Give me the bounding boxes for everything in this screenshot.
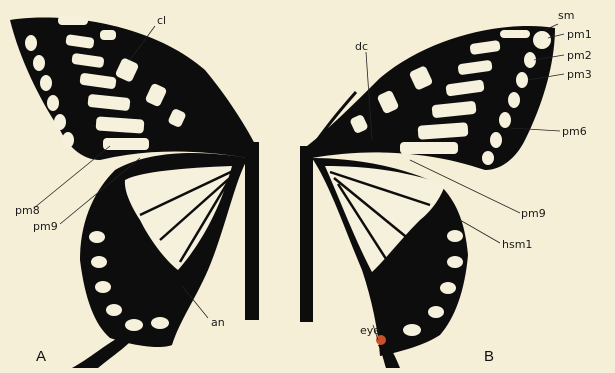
body-b (300, 146, 313, 322)
hw-a-lunule (91, 256, 107, 268)
hw-a-lunule (125, 319, 143, 331)
hw-b-lunule (428, 306, 444, 318)
hw-b-lunule (447, 256, 463, 268)
label-pm9-a: pm9 (33, 220, 58, 233)
fw-b-spot (516, 72, 528, 88)
fw-a-spot (47, 95, 59, 111)
label-pm1: pm1 (567, 28, 592, 41)
fw-a-spot (25, 35, 37, 51)
label-sm: sm (558, 9, 574, 22)
fw-b-cell-spot (500, 30, 530, 38)
label-pm2: pm2 (567, 49, 592, 62)
label-pm6: pm6 (562, 125, 587, 138)
hw-a-lunule (151, 317, 169, 329)
fw-a-band-cell (103, 138, 149, 150)
label-dc: dc (355, 40, 368, 53)
fw-b-band-cell (400, 142, 458, 154)
panel-label-b: B (484, 348, 494, 365)
hw-b-lunule (403, 324, 421, 336)
hw-b-lunule (440, 282, 456, 294)
fw-a-spot (33, 55, 45, 71)
hw-a-lunule (89, 231, 105, 243)
label-pm9-b: pm9 (521, 207, 546, 220)
fw-b-spot (482, 151, 494, 165)
label-pm8: pm8 (15, 204, 40, 217)
hw-a-lunule (95, 281, 111, 293)
fw-a-cell-spot (58, 16, 88, 25)
tail-a (72, 338, 130, 368)
fw-b-spot (490, 132, 502, 148)
hw-b-lunule (447, 230, 463, 242)
panel-b-wings (300, 26, 555, 368)
label-an: an (211, 316, 225, 329)
fw-a-spot (54, 114, 66, 130)
label-eye: eye (360, 324, 380, 337)
fw-a-cell-spot (100, 30, 116, 40)
body-a (245, 142, 259, 320)
fw-a-spot (40, 75, 52, 91)
fw-b-spot (508, 92, 520, 108)
hw-a-lunule (106, 304, 122, 316)
fw-b-spot (533, 31, 551, 49)
panel-label-a: A (36, 348, 46, 365)
label-hsm1: hsm1 (502, 238, 532, 251)
fw-b-spot (499, 112, 511, 128)
label-pm3: pm3 (567, 68, 592, 81)
label-cl: cl (157, 14, 166, 27)
fw-a-spot (62, 132, 74, 148)
